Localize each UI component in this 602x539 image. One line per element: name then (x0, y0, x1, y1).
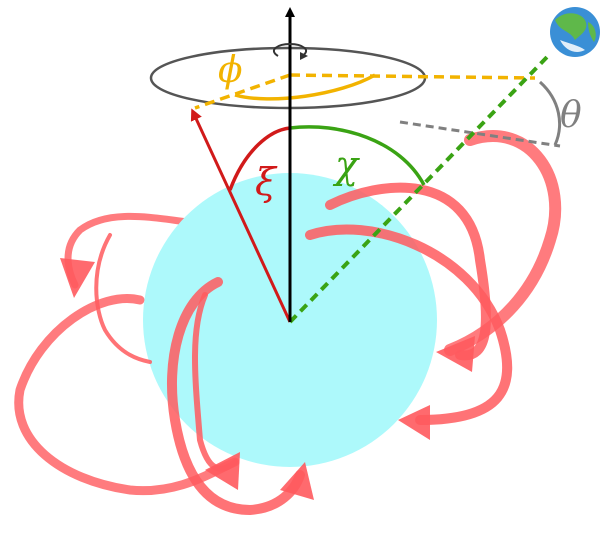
theta-arc (538, 80, 562, 146)
field-line (14, 294, 240, 496)
field-line (444, 130, 562, 356)
xi-label: ξ (255, 160, 278, 204)
chi-label: χ (332, 143, 360, 187)
field-arrowhead (60, 258, 95, 298)
chi-arc (289, 125, 426, 186)
field-arrowhead (280, 462, 314, 500)
field-arrowhead (205, 452, 240, 490)
theta-label: θ (560, 95, 582, 136)
line-of-sight (288, 54, 550, 324)
field-line (325, 182, 491, 361)
phi-label: ϕ (218, 50, 243, 91)
inclination-reference-line (399, 120, 561, 148)
rotation-arrow-icon (272, 42, 308, 60)
field-line (305, 224, 513, 425)
magnetic-axis-arrow (190, 108, 292, 323)
field-line (94, 233, 152, 364)
field-arrowhead (436, 336, 475, 372)
projection-lines (194, 73, 536, 110)
earth-icon (550, 7, 600, 57)
field-arrowhead (398, 405, 430, 440)
xi-arc (228, 126, 291, 191)
field-arrowheads (60, 258, 475, 500)
phi-arc (234, 73, 376, 101)
field-line (167, 277, 305, 516)
